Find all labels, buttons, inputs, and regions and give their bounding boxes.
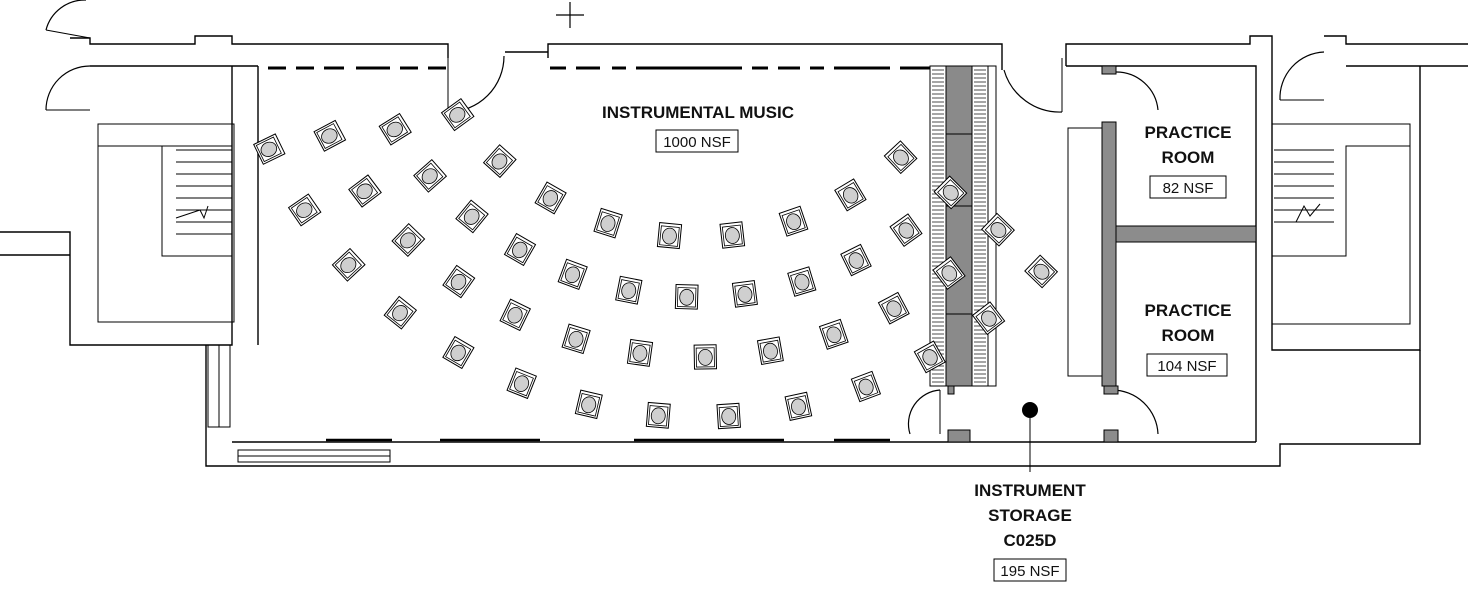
- room-label-practice-1: PRACTICE ROOM 82 NSF: [1145, 123, 1232, 199]
- chair: [253, 133, 286, 165]
- chair: [877, 291, 910, 325]
- chair: [731, 280, 758, 308]
- chair: [482, 144, 517, 179]
- chair: [981, 212, 1015, 247]
- chair: [626, 338, 654, 367]
- instrumental-name: INSTRUMENTAL MUSIC: [602, 103, 794, 122]
- chair: [615, 275, 643, 305]
- chair: [913, 340, 946, 374]
- practice-2-line1: PRACTICE: [1145, 301, 1232, 320]
- chair: [693, 344, 718, 370]
- chair: [440, 97, 475, 132]
- chair: [674, 283, 699, 310]
- chair: [574, 389, 603, 420]
- chair: [313, 119, 347, 152]
- chair: [534, 181, 567, 215]
- room-label-instrumental: INSTRUMENTAL MUSIC 1000 NSF: [602, 103, 794, 153]
- chair: [506, 367, 538, 400]
- chair: [932, 256, 966, 290]
- storage-line3: C025D: [1004, 531, 1057, 550]
- chair: [971, 301, 1006, 336]
- chair: [1024, 254, 1059, 289]
- chair: [656, 222, 683, 250]
- chair: [787, 266, 817, 297]
- chair: [442, 335, 475, 370]
- chair: [561, 323, 591, 355]
- chair: [331, 247, 366, 282]
- chair: [383, 295, 418, 330]
- practice-2-line2: ROOM: [1162, 326, 1215, 345]
- storage-line2: STORAGE: [988, 506, 1072, 525]
- chair: [378, 112, 412, 146]
- practice-1-area-box: [1149, 175, 1227, 199]
- room-label-storage: INSTRUMENT STORAGE C025D 195 NSF: [974, 481, 1086, 582]
- practice-2-area: 104 NSF: [1157, 358, 1216, 375]
- instrumental-area: 1000 NSF: [663, 134, 731, 151]
- practice-2-area-box: [1146, 353, 1228, 377]
- chair: [557, 258, 588, 291]
- practice-1-line2: ROOM: [1162, 148, 1215, 167]
- chairs: [253, 97, 1059, 430]
- chair: [889, 213, 923, 247]
- room-label-practice-2: PRACTICE ROOM 104 NSF: [1145, 301, 1232, 377]
- chair: [287, 193, 322, 227]
- chair: [883, 140, 918, 175]
- chair: [645, 401, 671, 429]
- chair: [503, 232, 537, 267]
- chair: [348, 174, 382, 208]
- chair: [442, 264, 476, 299]
- exterior-walls: [0, 0, 1468, 467]
- storage-line1: INSTRUMENT: [974, 481, 1086, 500]
- chair: [840, 243, 872, 277]
- chair: [850, 370, 882, 403]
- chair: [818, 318, 849, 350]
- storage-area-box: [993, 558, 1067, 582]
- chair: [499, 298, 532, 332]
- practice-1-line1: PRACTICE: [1145, 123, 1232, 142]
- storage-doors: [907, 385, 1159, 443]
- chair: [834, 178, 867, 212]
- chair: [413, 159, 448, 193]
- instrumental-area-box: [655, 129, 739, 153]
- chair: [391, 223, 426, 257]
- chair: [719, 221, 746, 249]
- chair: [784, 391, 813, 421]
- storage-racks: [929, 65, 997, 387]
- chair: [933, 175, 968, 210]
- chair: [756, 336, 784, 366]
- storage-area: 195 NSF: [1000, 563, 1059, 580]
- chair: [716, 402, 741, 430]
- chair: [778, 205, 809, 237]
- storage-marker: [1022, 402, 1038, 418]
- crosshair-icon: [556, 2, 584, 28]
- chair: [455, 199, 489, 234]
- practice-room-walls: [1067, 65, 1257, 387]
- chair: [593, 207, 623, 239]
- practice-1-area: 82 NSF: [1163, 180, 1214, 197]
